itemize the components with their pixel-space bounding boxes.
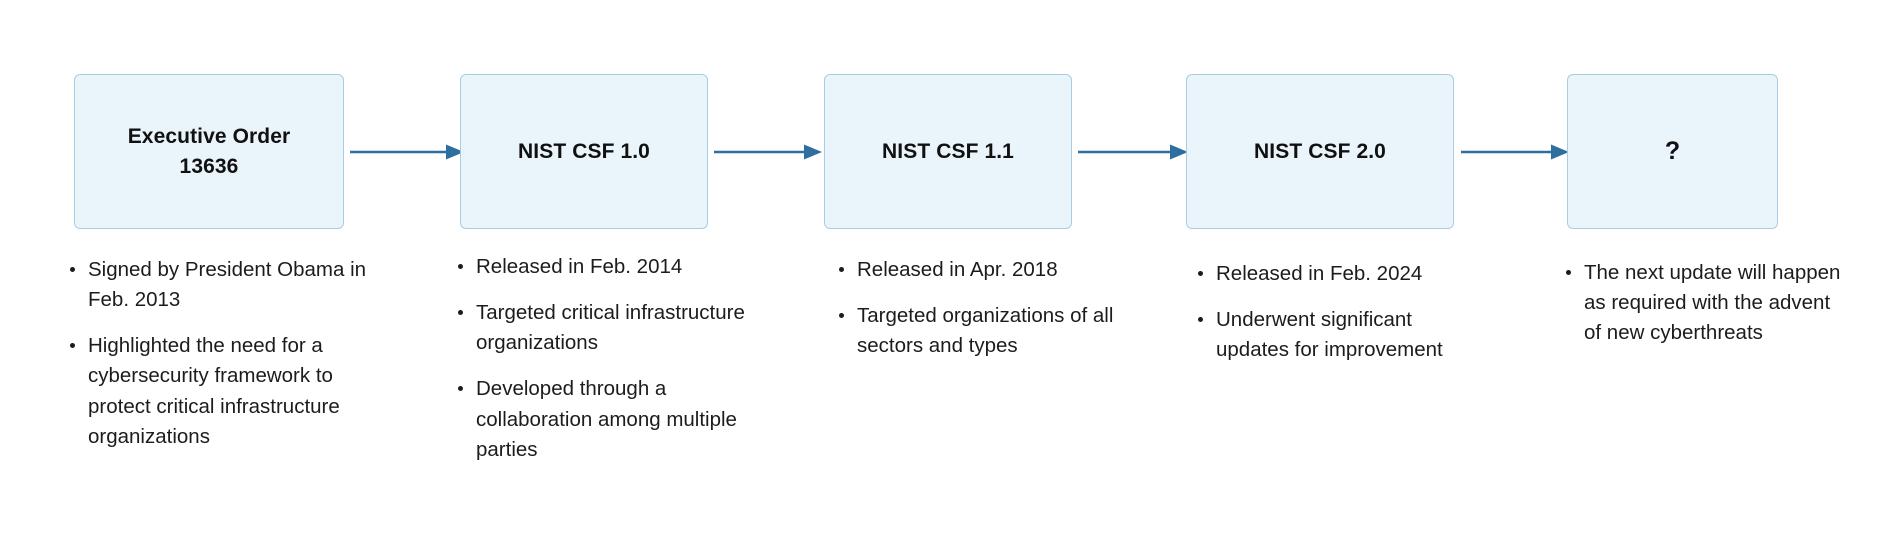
bullet-list-nist-csf-1-0: Released in Feb. 2014 Targeted critical … [452,252,752,465]
list-item: Developed through a collaboration among … [452,374,752,464]
arrow-1 [350,142,466,162]
arrow-right-icon [1461,144,1569,160]
stage-title-nist-csf-2-0: NIST CSF 2.0 [1254,139,1386,163]
arrow-2 [714,142,824,162]
bullet-list-nist-csf-1-1: Released in Apr. 2018 Targeted organizat… [833,255,1133,361]
list-item: Released in Apr. 2018 [833,255,1133,285]
stage-box-future-unknown[interactable]: ? [1567,74,1778,229]
list-item: Released in Feb. 2024 [1192,259,1482,289]
list-item: Released in Feb. 2014 [452,252,752,282]
stage-box-nist-csf-1-1[interactable]: NIST CSF 1.1 [824,74,1072,229]
stage-box-nist-csf-2-0[interactable]: NIST CSF 2.0 [1186,74,1454,229]
stage-box-nist-csf-1-0[interactable]: NIST CSF 1.0 [460,74,708,229]
arrow-4 [1461,142,1571,162]
stage-title-nist-csf-1-0: NIST CSF 1.0 [518,139,650,163]
bullet-list-future-unknown: The next update will happen as required … [1560,258,1850,348]
stage-title-future-unknown: ? [1664,136,1681,165]
list-item: Targeted critical infrastructure organiz… [452,298,752,358]
arrow-right-icon [714,144,822,160]
list-item: Signed by President Obama in Feb. 2013 [64,255,384,315]
arrow-3 [1078,142,1190,162]
stage-title-executive-order-13636: Executive Order 13636 [127,124,291,178]
list-item: The next update will happen as required … [1560,258,1850,348]
bullet-list-nist-csf-2-0: Released in Feb. 2024 Underwent signific… [1192,259,1482,365]
bullet-list-executive-order-13636: Signed by President Obama in Feb. 2013 H… [64,255,384,452]
list-item: Highlighted the need for a cybersecurity… [64,331,384,452]
arrow-right-icon [1078,144,1188,160]
stage-box-executive-order-13636[interactable]: Executive Order 13636 [74,74,344,229]
stage-title-nist-csf-1-1: NIST CSF 1.1 [882,139,1014,163]
list-item: Underwent significant updates for improv… [1192,305,1482,365]
list-item: Targeted organizations of all sectors an… [833,301,1133,361]
arrow-right-icon [350,144,464,160]
